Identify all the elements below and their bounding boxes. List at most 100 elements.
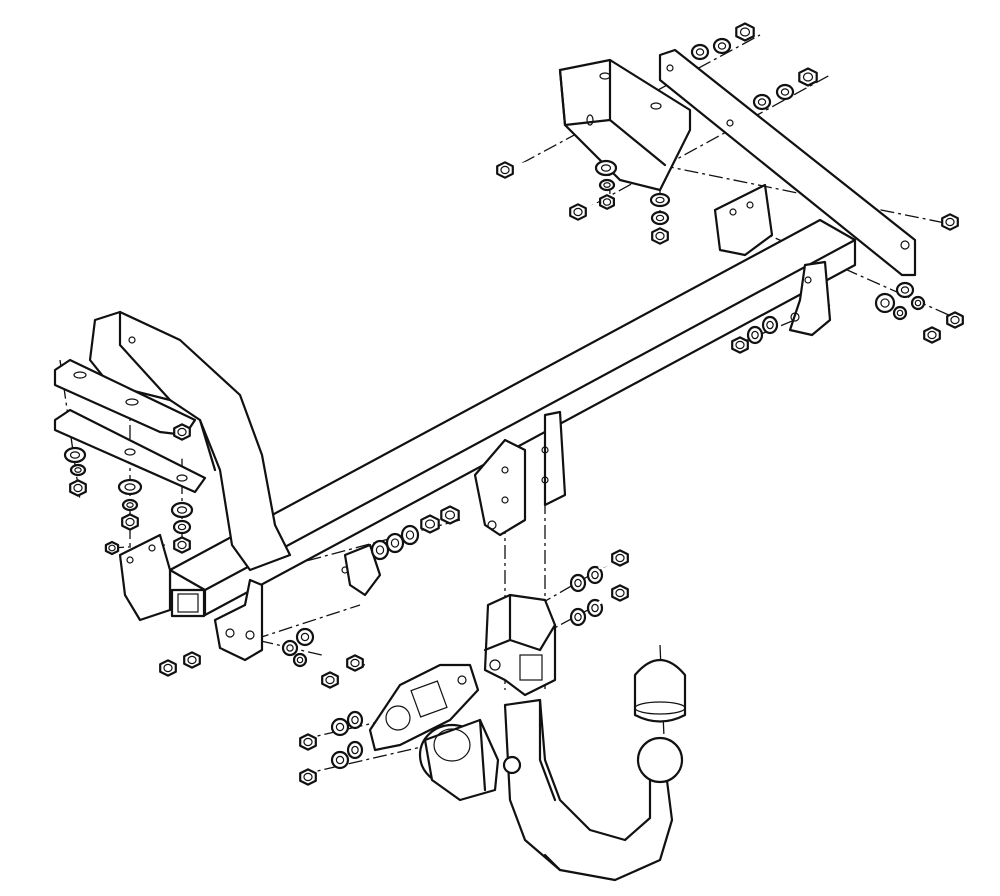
nut: [651, 227, 669, 245]
nut-hole: [177, 427, 187, 437]
washer-hole: [351, 745, 359, 755]
washer: [330, 750, 350, 770]
washer-hole: [335, 755, 345, 765]
nut: [104, 540, 120, 556]
washer-hole: [603, 182, 611, 188]
washer: [586, 565, 604, 585]
washer: [569, 573, 587, 593]
nut-hole: [500, 165, 510, 175]
nut-hole: [177, 540, 187, 550]
washer: [346, 740, 364, 760]
nut: [321, 671, 339, 689]
washer-hole: [757, 98, 767, 106]
nut-hole: [802, 72, 814, 82]
nut: [346, 654, 364, 672]
nut-hole: [108, 544, 116, 552]
washer: [910, 295, 926, 311]
washer: [746, 325, 764, 345]
washer-hole: [591, 603, 599, 613]
tow-ball: [636, 736, 684, 784]
center-hanger: [341, 543, 382, 597]
washer: [170, 501, 194, 519]
washer-hole: [896, 309, 904, 317]
washer-hole: [375, 545, 385, 555]
nut-hole: [735, 340, 745, 350]
nut: [173, 423, 191, 441]
nut: [735, 22, 755, 42]
washer: [346, 710, 364, 730]
nut-hole: [303, 772, 313, 782]
nut-hole: [444, 510, 456, 520]
washer: [569, 607, 587, 627]
nut: [69, 479, 87, 497]
nut: [946, 311, 964, 329]
washer-hole: [69, 451, 81, 459]
washer: [712, 37, 732, 55]
nut-hole: [950, 315, 960, 325]
fasteners: [63, 22, 964, 786]
nut-hole: [325, 675, 335, 685]
nut-hole: [187, 655, 197, 665]
washer: [295, 627, 315, 647]
washer-hole: [126, 502, 134, 508]
washer-hole: [124, 483, 136, 491]
washer: [594, 159, 618, 177]
washer-hole: [176, 506, 188, 514]
nut: [420, 514, 440, 534]
washer: [752, 93, 772, 111]
washer-hole: [591, 570, 599, 580]
washer-hole: [177, 523, 187, 531]
washer-hole: [751, 330, 759, 340]
washer: [892, 305, 908, 321]
washer: [400, 524, 420, 546]
right-end-bracket: [713, 183, 832, 337]
washer: [649, 192, 671, 208]
nut: [440, 505, 460, 525]
washer-hole: [405, 530, 415, 540]
washer-hole: [695, 48, 705, 56]
washer: [775, 83, 795, 101]
nut: [923, 326, 941, 344]
washer: [292, 652, 308, 668]
ball-neck: [502, 698, 674, 882]
left-end-bracket: [118, 533, 172, 622]
washer: [650, 210, 670, 226]
washer-hole: [300, 632, 310, 642]
nut: [121, 513, 139, 531]
washer: [385, 532, 405, 554]
washer-hole: [335, 722, 345, 732]
nut: [731, 336, 749, 354]
washer: [330, 717, 350, 737]
washer-hole: [717, 42, 727, 50]
nut-hole: [615, 588, 625, 598]
washer: [121, 498, 139, 512]
washer-hole: [74, 467, 82, 473]
washer: [598, 178, 616, 192]
washer-hole: [574, 578, 582, 588]
nut-hole: [303, 737, 313, 747]
washer-hole: [574, 612, 582, 622]
nut-hole: [573, 207, 583, 217]
washer-hole: [766, 320, 774, 330]
nut-hole: [739, 27, 751, 37]
socket-plate: [368, 663, 480, 752]
nut: [569, 203, 587, 221]
nut-hole: [945, 217, 955, 227]
nut: [299, 768, 317, 786]
washer-hole: [655, 196, 665, 204]
washer: [69, 463, 87, 477]
nut-hole: [615, 553, 625, 563]
washer-hole: [655, 214, 665, 222]
washer-hole: [914, 299, 922, 307]
receiver-block: [483, 593, 557, 697]
washer: [172, 519, 192, 535]
washer: [874, 292, 896, 314]
nut-hole: [424, 519, 436, 529]
washer-hole: [900, 286, 910, 294]
washer: [63, 446, 87, 464]
nut-hole: [125, 517, 135, 527]
nut: [159, 659, 177, 677]
nut: [611, 549, 629, 567]
nut: [611, 584, 629, 602]
